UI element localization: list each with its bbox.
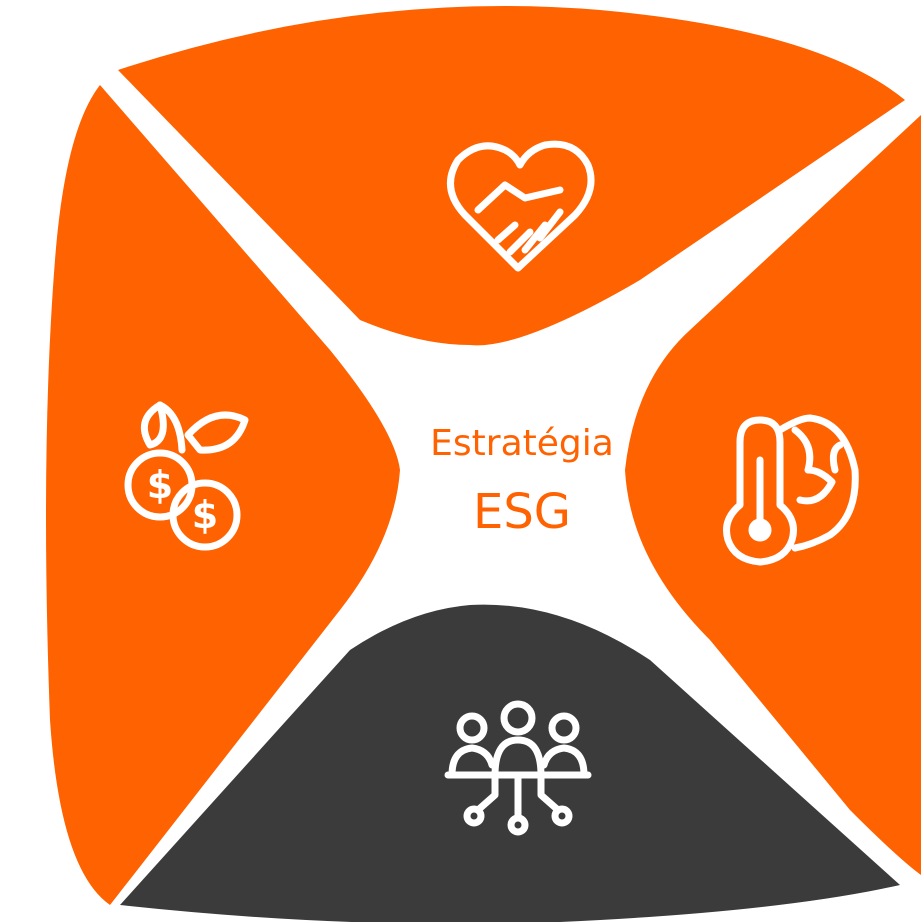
segment-left: [46, 85, 400, 905]
svg-text:$: $: [147, 463, 173, 507]
heart-handshake-icon: [446, 140, 595, 272]
svg-text:$: $: [192, 493, 218, 537]
people-network-icon: [444, 700, 592, 836]
segment-bottom: [120, 604, 900, 922]
center-title-line1: Estratégia: [430, 423, 614, 464]
center-title-line2: ESG: [473, 484, 571, 540]
thermometer-globe-icon: [723, 414, 859, 566]
segment-right: [625, 115, 921, 875]
segment-top: [118, 6, 905, 346]
money-plant-icon: $ $: [124, 401, 249, 551]
